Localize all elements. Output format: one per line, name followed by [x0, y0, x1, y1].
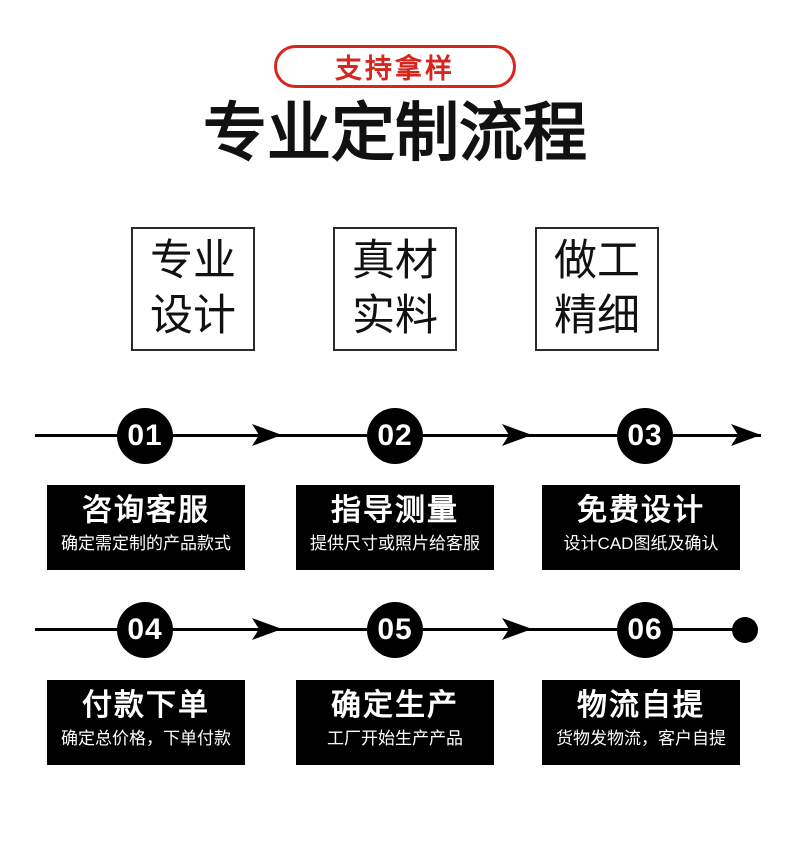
step-card-consult: 咨询客服 确定需定制的产品款式 [47, 485, 245, 570]
arrow-right-icon [731, 424, 761, 446]
sample-support-badge: 支持拿样 [274, 45, 516, 88]
feature-line: 精细 [554, 292, 640, 340]
step-number: 02 [377, 419, 413, 452]
step-title: 咨询客服 [82, 494, 210, 527]
step-title: 物流自提 [577, 689, 705, 722]
step-card-production: 确定生产 工厂开始生产产品 [296, 680, 494, 765]
feature-box-materials: 真材 实料 [333, 227, 457, 351]
step-title: 免费设计 [577, 494, 705, 527]
step-title: 确定生产 [331, 689, 459, 722]
feature-line: 真材 [352, 236, 438, 285]
step-card-logistics: 物流自提 货物发物流，客户自提 [542, 680, 740, 765]
step-desc: 提供尺寸或照片给客服 [310, 534, 480, 553]
arrow-right-icon [252, 424, 282, 446]
step-number: 06 [627, 613, 663, 646]
step-circle-04: 04 [117, 602, 173, 658]
page-title: 专业定制流程 [203, 97, 587, 169]
arrow-right-icon [502, 618, 532, 640]
step-number: 05 [377, 613, 413, 646]
step-card-payment: 付款下单 确定总价格，下单付款 [47, 680, 245, 765]
arrow-right-icon [502, 424, 532, 446]
step-circle-05: 05 [367, 602, 423, 658]
step-circle-01: 01 [117, 408, 173, 464]
arrow-right-icon [252, 618, 282, 640]
sample-support-badge-label: 支持拿样 [335, 54, 455, 84]
step-desc: 货物发物流，客户自提 [556, 729, 726, 748]
feature-line: 做工 [554, 236, 640, 285]
step-circle-02: 02 [367, 408, 423, 464]
step-circle-03: 03 [617, 408, 673, 464]
flow-end-dot [732, 617, 758, 643]
step-number: 04 [127, 613, 163, 646]
step-desc: 确定需定制的产品款式 [61, 534, 231, 553]
step-circle-06: 06 [617, 602, 673, 658]
feature-box-workmanship: 做工 精细 [535, 227, 659, 351]
feature-line: 专业 [150, 236, 236, 285]
step-number: 01 [127, 419, 163, 452]
feature-line: 设计 [150, 292, 236, 340]
feature-box-design: 专业 设计 [131, 227, 255, 351]
step-desc: 确定总价格，下单付款 [61, 729, 231, 748]
feature-list: 专业 设计 真材 实料 做工 精细 [0, 227, 790, 351]
step-card-measure: 指导测量 提供尺寸或照片给客服 [296, 485, 494, 570]
step-desc: 设计CAD图纸及确认 [563, 534, 719, 553]
step-title: 付款下单 [82, 689, 210, 722]
step-card-design: 免费设计 设计CAD图纸及确认 [542, 485, 740, 570]
step-title: 指导测量 [331, 494, 459, 527]
step-number: 03 [627, 419, 663, 452]
step-desc: 工厂开始生产产品 [327, 729, 463, 748]
feature-line: 实料 [352, 292, 438, 340]
